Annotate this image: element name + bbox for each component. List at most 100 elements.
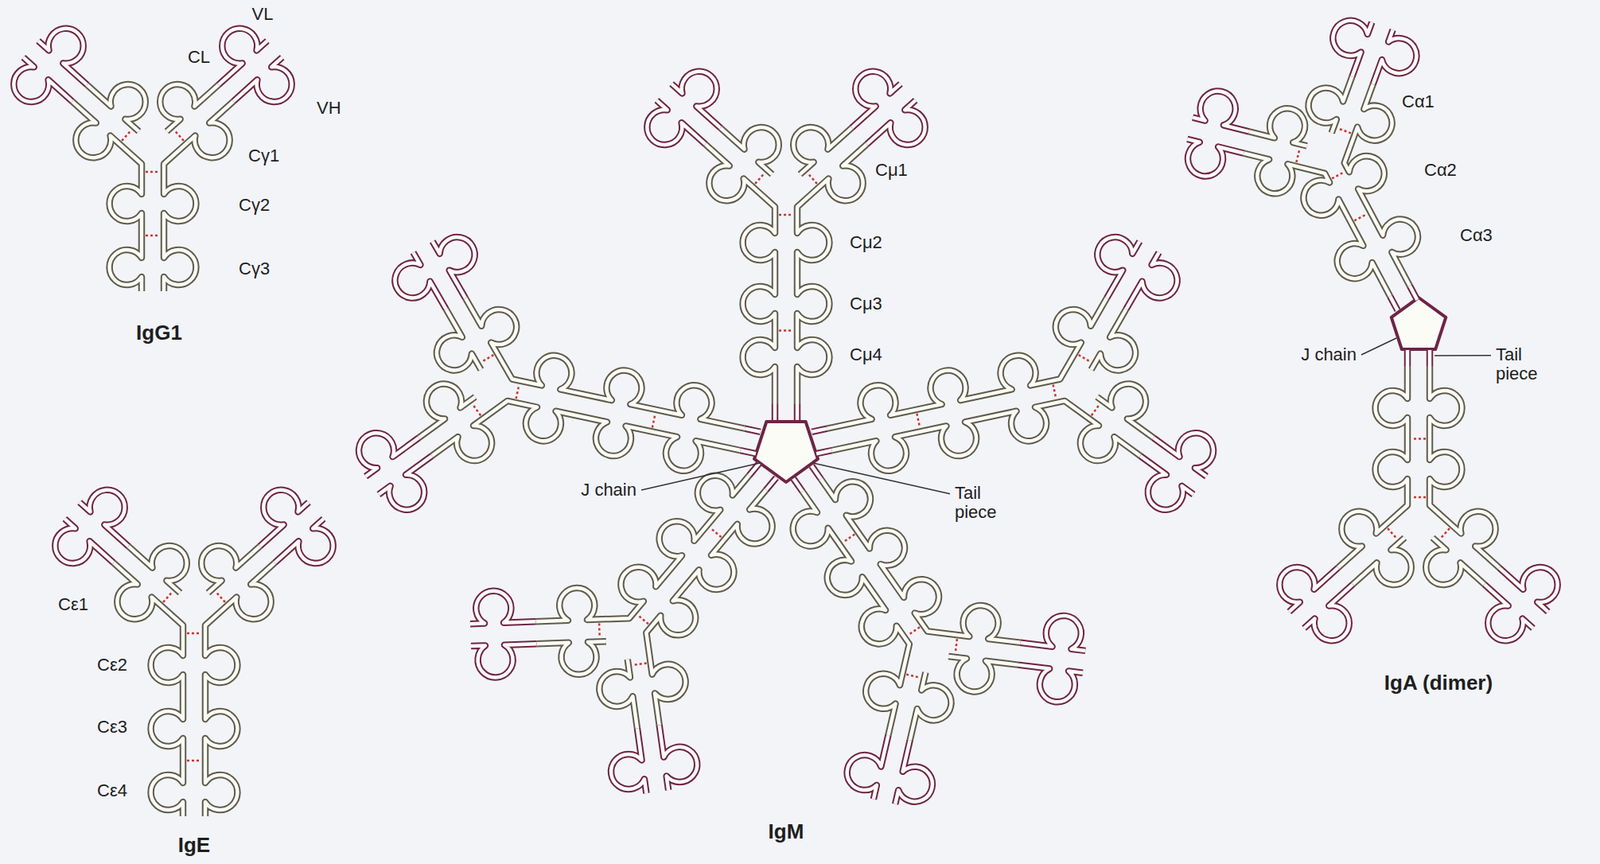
chain-core [1116, 249, 1182, 310]
disulfide-bond [1411, 437, 1426, 440]
heavy-light-pair [159, 28, 292, 292]
chain-outline [744, 428, 761, 433]
chain-outline [260, 490, 309, 547]
chain-core [418, 380, 477, 448]
chain-core [433, 309, 492, 377]
chain-core [1153, 426, 1219, 487]
disulfide-bond [807, 172, 818, 183]
chain-outline [463, 612, 537, 688]
chain-outline [1116, 249, 1182, 310]
chain-core [811, 428, 828, 433]
chain-outline [811, 465, 821, 479]
chain-outline [771, 404, 779, 421]
chain-core [163, 101, 234, 292]
chain-core [942, 626, 1018, 700]
disulfide-bond [907, 626, 920, 635]
chain-outline [606, 490, 820, 726]
chain-outline [1389, 295, 1398, 311]
disulfide-bond [470, 404, 483, 417]
chain-core [1425, 537, 1484, 585]
disulfide-bond [778, 329, 794, 332]
chain-core [813, 298, 1122, 429]
chain-core [606, 490, 820, 726]
disulfide-bond [842, 533, 855, 542]
chain-outline [1095, 380, 1154, 448]
chain-core [1327, 10, 1391, 78]
chain-core [463, 612, 537, 688]
heavy-light-pair [785, 225, 1194, 437]
antibody-monomer [1163, 0, 1520, 366]
disulfide-bond [652, 413, 656, 429]
disulfide-bond [516, 384, 520, 399]
chain-core [1304, 583, 1353, 641]
chain-outline [793, 478, 802, 492]
chain-outline [79, 490, 129, 547]
chain-outline [591, 654, 667, 728]
disulfide-bond [1089, 404, 1102, 417]
chain-outline [1302, 73, 1371, 138]
leader-line [1361, 338, 1397, 355]
antibody-monomer [1279, 350, 1558, 641]
chain-core [353, 426, 419, 487]
chain-outline [1429, 365, 1499, 569]
chain-core [79, 490, 129, 547]
domain-label: VH [316, 98, 342, 118]
chain-outline [218, 28, 268, 86]
chain-outline [433, 309, 492, 377]
chain-outline [739, 450, 756, 454]
pointer-label: J chain [1300, 345, 1357, 365]
heavy-light-pair [13, 28, 145, 292]
chain-outline [832, 388, 1141, 519]
chain-core [870, 739, 943, 814]
chain-outline [1409, 285, 1418, 300]
chain-outline [1153, 426, 1219, 487]
chain-core [852, 71, 901, 129]
chain-outline [942, 626, 1018, 700]
domain-label: Cε1 [58, 595, 89, 615]
chain-core [86, 84, 145, 132]
disulfide-bond [755, 172, 765, 183]
chain-outline [1304, 583, 1353, 641]
heavy-light-pair [1280, 0, 1520, 304]
antibody-monomer [443, 381, 874, 819]
disulfide-bond [1078, 352, 1092, 365]
chain-core [1242, 124, 1390, 327]
disulfide-bond [145, 234, 160, 238]
domain-label: Cα3 [1459, 225, 1493, 246]
chain-core [1186, 85, 1250, 152]
chain-core [773, 404, 778, 421]
chain-outline [705, 144, 775, 405]
disulfide-bond [1331, 171, 1345, 179]
chain-core [1405, 350, 1410, 366]
chain-outline [793, 127, 852, 175]
chain-core [793, 127, 852, 175]
chain-core [1409, 285, 1418, 300]
disulfide-bond [632, 657, 647, 672]
disulfide-bond [186, 632, 202, 635]
disulfide-bond [121, 129, 132, 141]
domain-label: Cε2 [97, 655, 128, 675]
disulfide-bond [591, 622, 607, 638]
domain-label: Cμ1 [875, 160, 908, 180]
chain-outline [1080, 309, 1139, 377]
domain-label: Cγ2 [238, 195, 270, 215]
chain-core [536, 607, 612, 682]
heavy-light-pair [689, 476, 991, 829]
chain-core [795, 404, 800, 421]
disulfide-bond [1053, 384, 1057, 399]
chain-outline [813, 298, 1122, 429]
chain-core [1302, 73, 1371, 138]
disulfide-bond [637, 615, 649, 625]
chain-outline [201, 545, 260, 593]
chain-outline [432, 388, 741, 519]
chain-core [705, 144, 775, 405]
chain-outline [816, 450, 833, 454]
chain-core [600, 727, 674, 803]
chain-outline [1242, 124, 1390, 327]
chain-outline [159, 84, 219, 132]
chain-core [1484, 583, 1534, 641]
chain-outline [128, 545, 187, 593]
chain-core [201, 545, 260, 593]
antibody-name: IgG1 [136, 321, 183, 345]
